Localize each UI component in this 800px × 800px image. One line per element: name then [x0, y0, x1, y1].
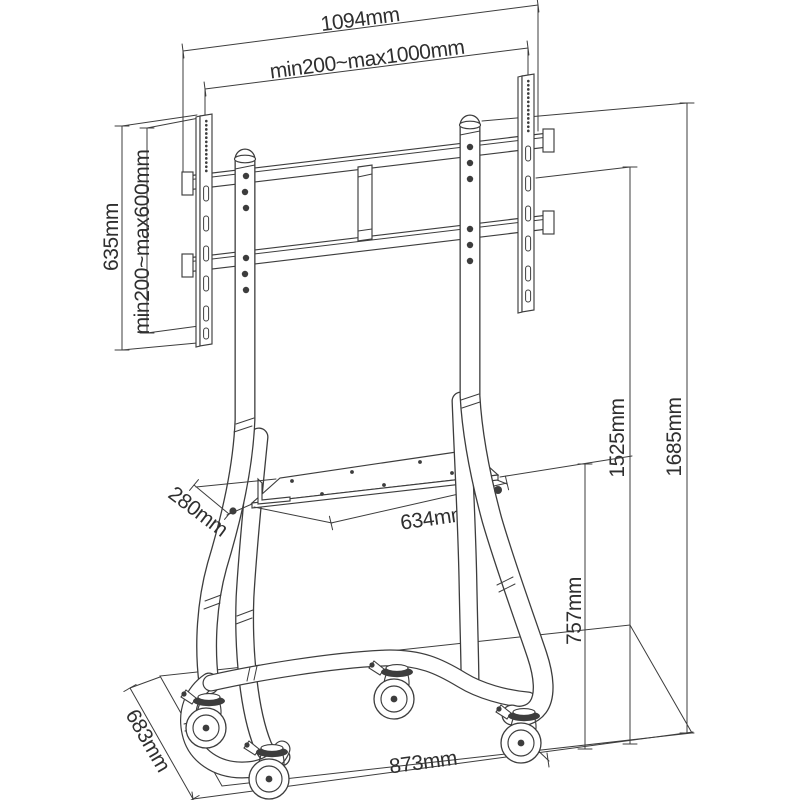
caster-rear-right [368, 660, 415, 720]
right-column-leg [458, 114, 554, 727]
shelf-left-bracket [257, 477, 291, 505]
upper-rail-right-endcap [542, 128, 555, 153]
dim-label-frame-height: 1525mm [606, 398, 629, 477]
left-column-cap [233, 154, 257, 164]
vesa-strip-right [517, 73, 535, 314]
dim-total-height: 1685mm [481, 102, 695, 734]
upper-rail-left-endcap [181, 171, 194, 196]
crossbar-rails [181, 128, 555, 278]
lower-rail-left-endcap [181, 253, 194, 278]
dim-label-shelf-floor-height: 757mm [563, 577, 586, 645]
caster-front-left [243, 740, 290, 800]
left-column-leg [196, 148, 257, 695]
dim-shelf-floor-height: 757mm [499, 455, 633, 750]
dim-label-total-height: 1685mm [663, 397, 686, 476]
dim-frame-height: 1525mm [535, 166, 638, 745]
lower-rail-right-endcap [542, 210, 555, 235]
column-bolts [241, 143, 502, 494]
dim-bracket-height: 635mm [100, 114, 198, 351]
right-column-cap [458, 120, 482, 130]
right-rear-strut [451, 391, 480, 691]
vesa-strip-left [195, 113, 213, 348]
dim-label-mount-width-range: min200~max1000mm [268, 36, 465, 84]
dim-label-bracket-height: 635mm [100, 203, 123, 271]
dim-label-mount-height-range: min200~max600mm [131, 150, 154, 335]
dim-label-base-depth: 683mm [121, 706, 175, 776]
dim-label-top-width: 1094mm [319, 3, 401, 36]
center-connector [357, 164, 373, 242]
shelf-right-bolt [494, 486, 502, 494]
dim-label-base-width: 873mm [388, 747, 458, 779]
dim-mount-height-range: min200~max600mm [131, 117, 200, 335]
frame-tubes-right [202, 114, 554, 727]
base-cross-tube [202, 649, 537, 709]
